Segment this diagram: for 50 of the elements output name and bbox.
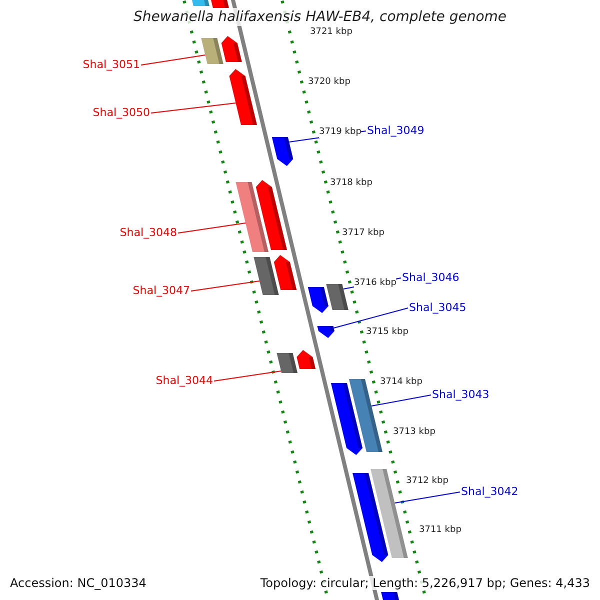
scale-tick-label: 3718 kbp [330, 178, 372, 189]
gene-feature-bar [254, 257, 279, 295]
gene-feature-bar [274, 255, 297, 290]
gene-feature-bar [370, 469, 408, 558]
scale-tick-label: 3713 kbp [393, 427, 436, 438]
gene-feature-bar [308, 287, 328, 313]
gene-feature-bar [272, 137, 294, 166]
gene-feature-bar [236, 182, 268, 252]
leader-line [370, 394, 432, 406]
gene-feature-bar [381, 592, 400, 600]
gene-feature-bar [326, 284, 348, 310]
leader-line [333, 308, 408, 328]
gene-feature-bar [330, 383, 363, 455]
gene-feature-bar [208, 0, 229, 8]
genome-summary-note: Topology: circular; Length: 5,226,917 bp; Genes: 4,433 [260, 576, 590, 590]
leader-line [190, 280, 260, 292]
scale-tick-label: 3719 kbp [319, 127, 362, 138]
scale-tick-label: 3715 kbp [366, 327, 408, 338]
scale-tick-label: 3721 kbp [310, 27, 352, 38]
scale-tick-label: 3712 kbp [406, 476, 448, 487]
gene-feature-bar [352, 473, 388, 562]
gene-label: Shal_3045 [409, 301, 466, 314]
gene-feature-bar [296, 350, 316, 369]
scale-tick-label: 3716 kbp [354, 278, 396, 289]
gene-feature-bar [348, 379, 382, 452]
scale-tick-label: 3711 kbp [419, 525, 462, 536]
gene-label: Shal_3051 [82, 58, 140, 71]
leader-line [214, 370, 282, 382]
scale-tick-label: 3717 kbp [342, 228, 384, 239]
leader-line [394, 492, 460, 504]
scale-tick-label: 3720 kbp [308, 77, 350, 88]
scale-tick-label: 3714 kbp [380, 377, 422, 388]
accession-note: Accession: NC_010334 [10, 576, 146, 590]
gene-label: Shal_3046 [402, 271, 460, 284]
gene-label: Shal_3044 [156, 374, 213, 387]
gene-feature-bar [276, 353, 298, 373]
leader-line [150, 102, 236, 114]
gene-label: Shal_3049 [367, 124, 424, 137]
gene-feature-bar [189, 0, 210, 6]
gene-label: Shal_3048 [120, 226, 177, 239]
gene-feature-bar [229, 69, 257, 125]
gene-feature-bar [256, 180, 287, 250]
gene-feature-bar [221, 36, 242, 62]
gene-label: Shal_3042 [461, 485, 518, 498]
gene-label: Shal_3043 [432, 388, 490, 401]
gene-feature-bar [317, 326, 334, 338]
gene-feature-bar [201, 38, 224, 64]
gene-label: Shal_3050 [92, 106, 150, 119]
leader-line [178, 222, 246, 234]
gene-label: Shal_3047 [132, 284, 190, 297]
